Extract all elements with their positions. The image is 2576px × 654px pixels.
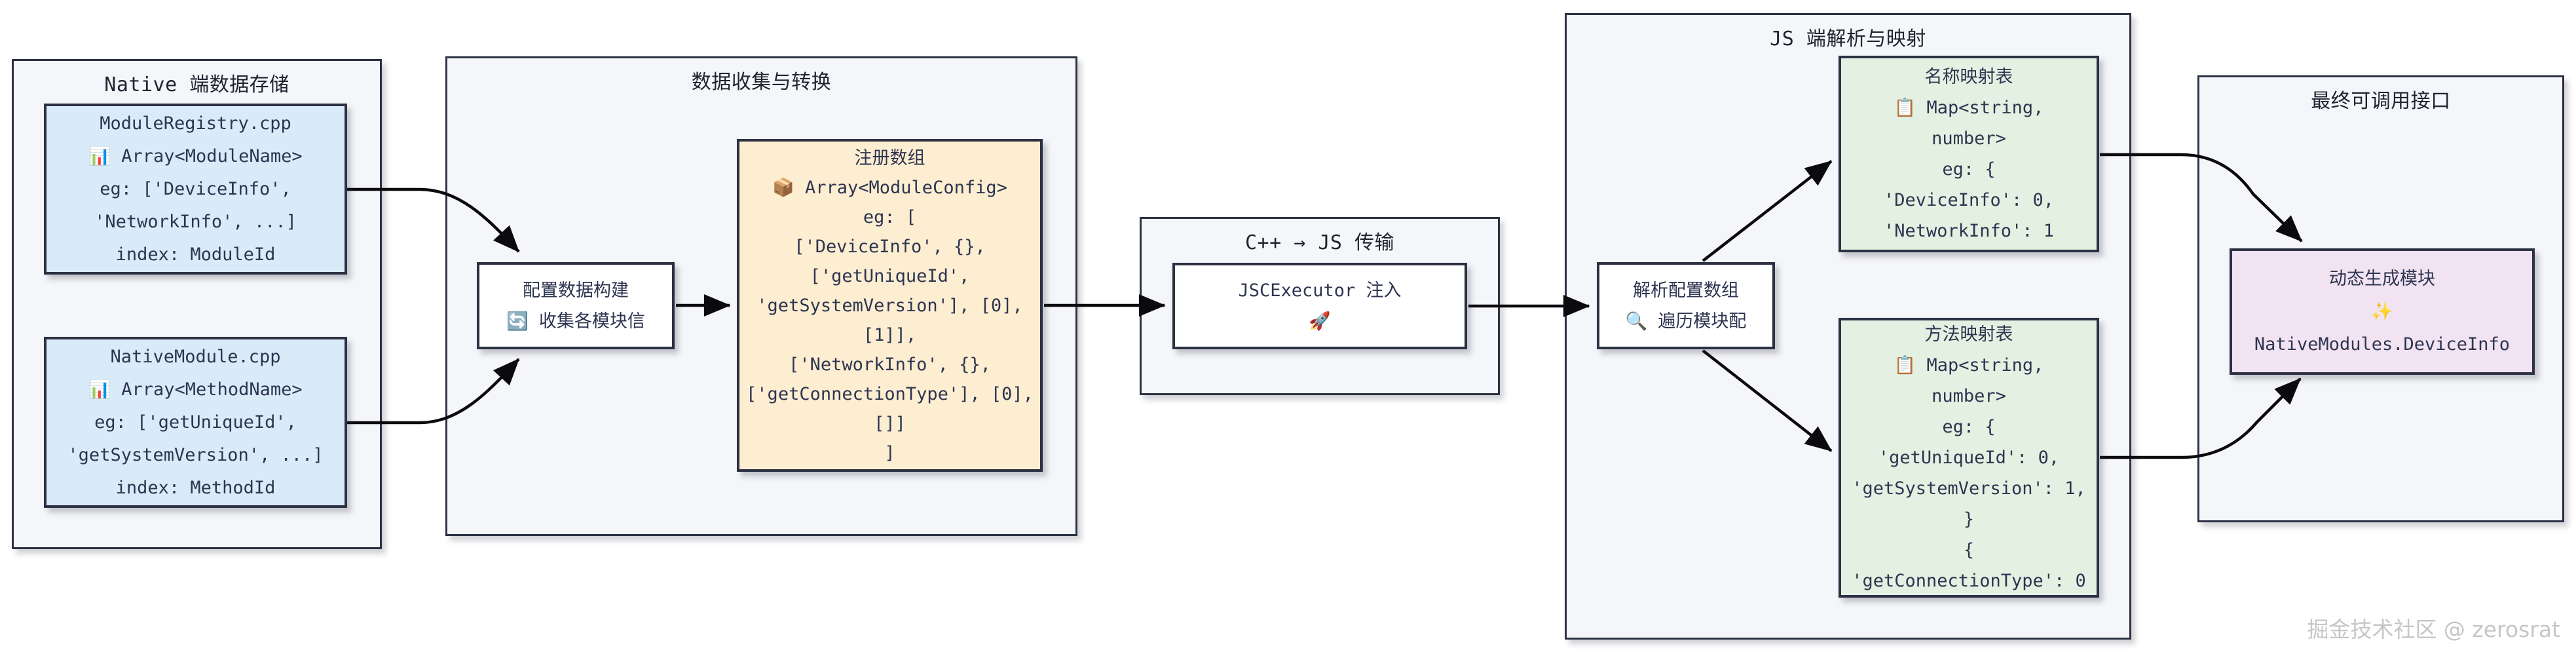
node-text-line: 配置数据构建 <box>523 280 629 301</box>
node-text-line: 解析配置数组 <box>1633 280 1739 301</box>
node-name-map: 名称映射表 📋 Map<string, number> eg: { 'DeviceInf… <box>1839 56 2099 252</box>
node-text-line: 方法映射表 <box>1924 324 2013 345</box>
node-text-line: 📊 Array<MethodName> <box>88 379 303 400</box>
node-parse-config: 解析配置数组 🔍 遍历模块配 <box>1597 262 1775 349</box>
node-text-line: 📦 Array<ModuleConfig> <box>772 177 1007 198</box>
node-text-line: [1]], <box>863 324 917 345</box>
arrow-parse-config-to-method-map <box>1702 349 1833 452</box>
node-text-line: { <box>1963 540 1975 560</box>
node-module-registry: ModuleRegistry.cpp 📊 Array<ModuleName> eg:… <box>44 104 347 275</box>
node-text-line: NativeModule.cpp <box>110 346 281 367</box>
node-native-module: NativeModule.cpp 📊 Array<MethodName> eg: [… <box>44 337 347 508</box>
node-text-line: 'NetworkInfo', ...] <box>94 211 297 232</box>
node-text-line: 'getUniqueId': 0, <box>1878 448 2060 468</box>
node-text-line: 🔍 遍历模块配 <box>1625 311 1747 332</box>
node-text-line: ['getUniqueId', <box>810 265 970 286</box>
node-text-line: 📊 Array<ModuleName> <box>88 145 303 166</box>
node-jsc-executor: JSCExecutor 注入 🚀 <box>1172 263 1467 349</box>
node-text-line: 'getSystemVersion': 1, <box>1852 478 2086 499</box>
node-text-line: 'DeviceInfo': 0, <box>1883 190 2055 210</box>
node-text-line: 🔄 收集各模块信 <box>506 311 645 332</box>
node-text-line: index: MethodId <box>115 477 276 498</box>
arrow-name-map-to-dynamic-module <box>2100 153 2303 242</box>
node-text-line: eg: ['DeviceInfo', <box>100 178 291 199</box>
node-text-line: 📋 Map<string, <box>1894 98 2044 118</box>
node-text-line: ['getConnectionType'], [0], <box>746 383 1034 404</box>
container-title-native-storage: Native 端数据存储 <box>104 73 289 96</box>
watermark: 掘金技术社区 @ zerosrat <box>2307 617 2560 642</box>
node-text-line: 📋 Map<string, <box>1894 355 2044 375</box>
node-text-line: 'NetworkInfo': 1 <box>1883 221 2055 241</box>
container-title-cpp-to-js: C++ → JS 传输 <box>1244 231 1395 254</box>
node-text-line: 'getSystemVersion'], [0], <box>756 295 1023 316</box>
node-dynamic-module: 动态生成模块 ✨ NativeModules.DeviceInfo <box>2230 248 2535 375</box>
arrow-method-map-to-dynamic-module <box>2100 377 2302 459</box>
arrow-module-registry-to-config-builder <box>347 187 520 253</box>
node-method-map: 方法映射表 📋 Map<string, number> eg: { 'getUnique… <box>1839 318 2099 598</box>
node-text-line: eg: { <box>1942 159 1996 180</box>
node-text-line: index: ModuleId <box>115 244 276 265</box>
node-text-line: 注册数组 <box>854 147 925 168</box>
node-config-builder: 配置数据构建 🔄 收集各模块信 <box>477 262 675 349</box>
arrow-native-module-to-config-builder <box>347 358 520 425</box>
node-text-line: number> <box>1932 386 2006 406</box>
node-text-line: number> <box>1932 128 2006 149</box>
node-text-line: 动态生成模块 <box>2329 268 2435 289</box>
node-text-line: ] <box>884 442 895 463</box>
node-text-line: 'getConnectionType': 0 <box>1852 571 2086 591</box>
node-registry-array: 注册数组 📦 Array<ModuleConfig> eg: [ ['DeviceIn… <box>737 139 1043 472</box>
node-text-line: ['NetworkInfo', {}, <box>789 354 991 375</box>
container-title-final-interface: 最终可调用接口 <box>2311 90 2451 113</box>
container-title-collect-transform: 数据收集与转换 <box>691 71 832 94</box>
node-text-line: ✨ <box>2371 301 2393 322</box>
node-text-line: 名称映射表 <box>1924 67 2013 87</box>
node-text-line: ModuleRegistry.cpp <box>100 113 291 134</box>
node-text-line: eg: { <box>1942 417 1996 437</box>
node-text-line: 🚀 <box>1309 311 1331 332</box>
node-text-line: 'getSystemVersion', ...] <box>67 444 324 465</box>
node-text-line: eg: [ <box>863 206 917 227</box>
arrow-parse-config-to-name-map <box>1702 160 1833 262</box>
node-text-line: } <box>1963 509 1975 529</box>
node-text-line: NativeModules.DeviceInfo <box>2254 334 2511 355</box>
node-text-line: ['DeviceInfo', {}, <box>794 236 986 257</box>
node-text-line: []] <box>874 413 906 434</box>
container-title-js-parse-map: JS 端解析与映射 <box>1770 28 1926 50</box>
node-text-line: JSCExecutor 注入 <box>1238 280 1402 301</box>
node-text-line: eg: ['getUniqueId', <box>94 412 297 433</box>
